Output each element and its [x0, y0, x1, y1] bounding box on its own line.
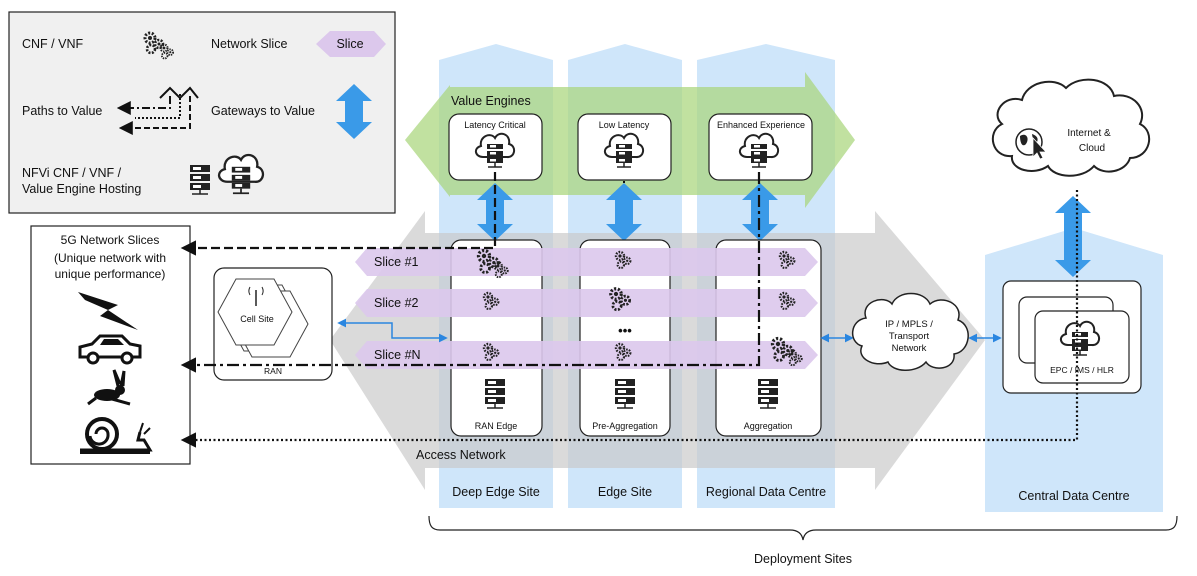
internet-line2: Cloud — [1079, 143, 1105, 154]
legend-gateways-label: Gateways to Value — [211, 104, 315, 118]
server-icon — [757, 378, 779, 409]
legend-cnf-vnf-label: CNF / VNF — [22, 37, 83, 51]
slices-panel-subtitle-2: unique performance) — [55, 267, 166, 281]
regional-data-centre-label: Regional Data Centre — [706, 485, 826, 499]
value-engine-enhanced-experience: Enhanced Experience — [708, 113, 813, 181]
value-engine-low-latency: Low Latency — [577, 113, 672, 181]
server-icon — [484, 378, 506, 409]
deployment-sites-label: Deployment Sites — [754, 552, 852, 566]
cell-site-label: Cell Site — [240, 314, 274, 324]
ran-label: RAN — [264, 366, 282, 376]
server-icon — [189, 164, 211, 195]
slice-n-label: Slice #N — [374, 348, 421, 362]
slice-n-arrow — [355, 341, 818, 369]
legend-nfvi-line2: Value Engine Hosting — [22, 182, 141, 196]
value-engine-latency-critical: Latency Critical — [448, 113, 543, 181]
core-network-box: EPC / IMS / HLR — [1002, 280, 1142, 394]
paths-to-value-icon — [116, 86, 199, 135]
slice-1-label: Slice #1 — [374, 255, 419, 269]
legend-nfvi-line1: NFVi CNF / VNF / — [22, 166, 122, 180]
access-network-label: Access Network — [416, 448, 506, 462]
pre-aggregation-label: Pre-Aggregation — [592, 421, 658, 431]
transport-line1: IP / MPLS / — [885, 319, 933, 330]
slice-arrows — [355, 248, 818, 369]
value-engines-title: Value Engines — [451, 94, 531, 108]
slices-panel-title: 5G Network Slices — [61, 233, 160, 247]
central-data-centre-label: Central Data Centre — [1018, 489, 1129, 503]
transport-line2: Transport — [889, 331, 930, 342]
globe-cursor-icon — [1015, 128, 1047, 160]
car-icon — [78, 334, 142, 365]
legend-slice-badge: Slice — [336, 37, 363, 51]
low-latency-label: Low Latency — [599, 120, 650, 130]
ran-edge-label: RAN Edge — [475, 421, 518, 431]
internet-cloud: Internet & Cloud — [992, 78, 1150, 177]
legend-panel: CNF / VNF Network Slice Slice Paths to V… — [8, 11, 396, 214]
edge-site-label: Edge Site — [598, 485, 652, 499]
lightning-icon — [78, 292, 138, 330]
legend-paths-label: Paths to Value — [22, 104, 102, 118]
slice-1-arrow — [355, 248, 818, 276]
latency-critical-label: Latency Critical — [464, 120, 526, 130]
deep-edge-site-label: Deep Edge Site — [452, 485, 540, 499]
deployment-sites-brace — [428, 515, 1178, 541]
internet-line1: Internet & — [1067, 128, 1111, 139]
slice-legend-arrow-icon — [316, 31, 386, 57]
transport-line3: Network — [892, 343, 927, 354]
core-label: EPC / IMS / HLR — [1050, 365, 1114, 375]
enhanced-experience-label: Enhanced Experience — [717, 120, 805, 130]
snail-icon — [80, 417, 153, 454]
ran-block: Cell Site RAN — [213, 267, 333, 381]
rabbit-icon — [87, 369, 131, 406]
gateway-double-arrow-icon — [336, 84, 372, 139]
slices-panel-subtitle-1: (Unique network with — [54, 251, 166, 265]
network-slices-panel: 5G Network Slices (Unique network with u… — [30, 225, 191, 465]
slice-2-label: Slice #2 — [374, 296, 419, 310]
transport-network-cloud: IP / MPLS / Transport Network — [852, 292, 969, 371]
aggregation-label: Aggregation — [744, 421, 793, 431]
blue-connectors — [337, 318, 1002, 343]
more-slices-ellipsis: ••• — [618, 323, 632, 338]
slice-2-arrow — [355, 289, 818, 317]
paths-to-value-lines — [180, 172, 1079, 448]
legend-network-slice-label: Network Slice — [211, 37, 287, 51]
server-icon — [614, 378, 636, 409]
antenna-icon — [248, 286, 264, 306]
